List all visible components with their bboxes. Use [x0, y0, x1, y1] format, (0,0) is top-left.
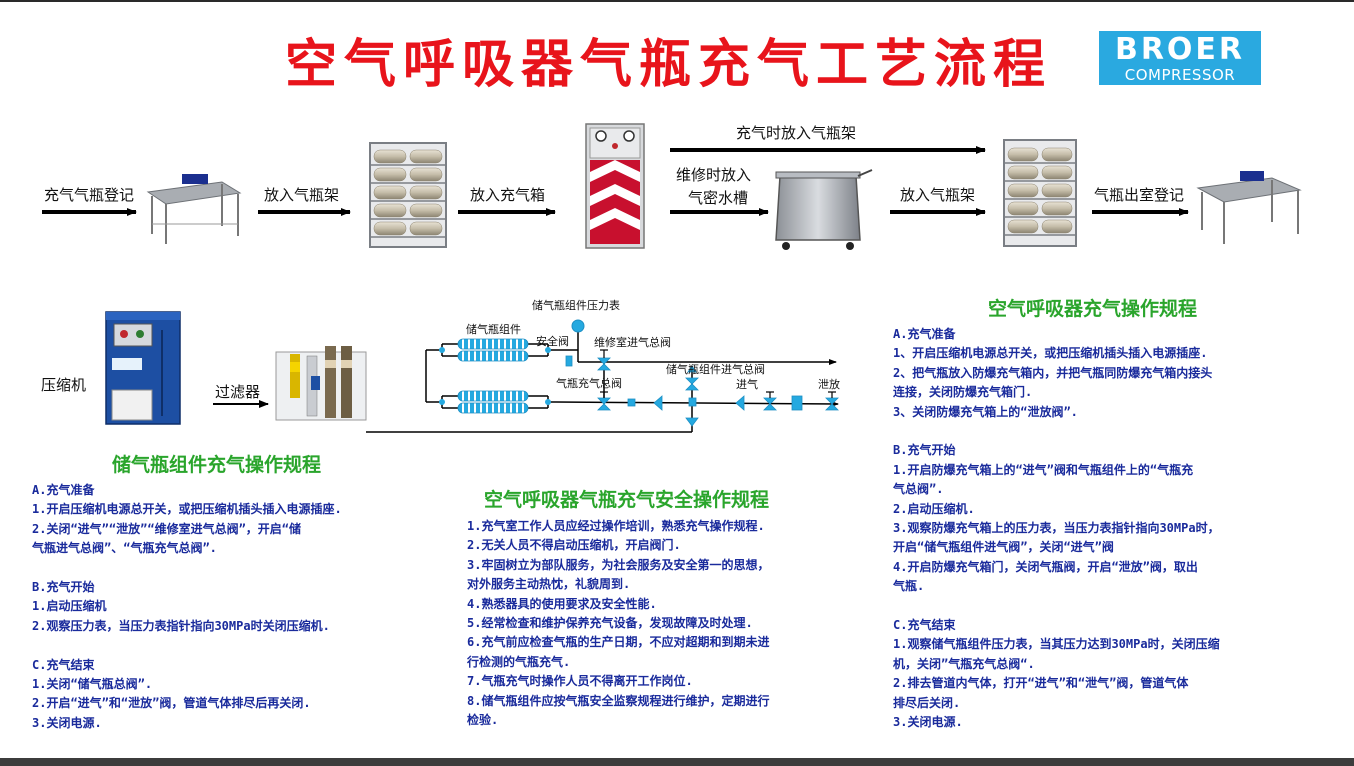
heading-storage-procedure: 储气瓶组件充气操作规程: [112, 454, 322, 476]
airtight-water-tank: [775, 169, 873, 250]
step-line: 对外服务主动热忱，礼貌周到.: [467, 577, 631, 592]
label-to-rack: 放入气瓶架: [264, 186, 340, 204]
step-line: 2.关闭“进气”“泄放”“维修室进气总阀”，开启“储: [32, 521, 302, 536]
step-line: 气瓶.: [893, 579, 925, 594]
step-line: 1.开启防爆充气箱上的“进气”阀和气瓶组件上的“气瓶充: [893, 462, 1194, 477]
heading-safety-procedure: 空气呼吸器气瓶充气安全操作规程: [484, 489, 770, 511]
step-line: 气总阀”.: [893, 482, 944, 497]
filter-panel: [275, 346, 367, 421]
step-line: 排尽后关闭.: [893, 695, 961, 710]
label-to-box: 放入充气箱: [470, 186, 546, 204]
operation-procedure-steps: A.充气准备 1、开启压缩机电源总开关，或把压缩机插头插入电源插座. 2、把气瓶放入…: [893, 325, 1220, 733]
heading-operation-procedure: 空气呼吸器充气操作规程: [988, 298, 1198, 320]
label-pressure-gauge: 储气瓶组件压力表: [532, 299, 620, 312]
step-spacer: [893, 422, 1220, 441]
step-line: 3.关闭电源.: [32, 715, 102, 730]
cylinder-rack-left: [369, 142, 447, 248]
step-spacer: [32, 559, 342, 578]
step-line: 4.熟悉器具的使用要求及安全性能.: [467, 596, 657, 611]
step-line: 1.充气室工作人员应经过操作培训，熟悉充气操作规程.: [467, 519, 765, 533]
cylinder-rack-right: [1003, 139, 1077, 247]
step-line: 5.经常检查和维护保养充气设备，发现故障及时处理.: [467, 616, 753, 631]
step-line: A.充气准备: [893, 327, 956, 341]
step-line: C.充气结束: [893, 618, 956, 633]
step-line: 8.储气瓶组件应按气瓶安全监察规程进行维护，定期进行: [467, 693, 770, 708]
pressure-gauge-symbol: [571, 319, 585, 333]
registration-table-left: [146, 174, 242, 244]
logo-brand: BROER: [1114, 32, 1246, 67]
safety-procedure-steps: 1.充气室工作人员应经过操作培训，熟悉充气操作规程. 2.无关人员不得启动压缩机，…: [467, 517, 769, 730]
step-line: B.充气开始: [32, 580, 95, 595]
step-line: 1.开启压缩机电源总开关，或把压缩机插头插入电源插座.: [32, 502, 342, 517]
step-spacer: [32, 636, 342, 655]
storage-cylinders: [439, 338, 551, 414]
label-inlet: 进气: [736, 378, 758, 391]
page-title: 空气呼吸器气瓶充气工艺流程: [285, 35, 1053, 95]
broer-logo: BROER COMPRESSOR: [1099, 31, 1261, 85]
label-vent: 泄放: [818, 378, 840, 391]
step-line: 气瓶进气总阀”、“气瓶充气总阀”.: [32, 541, 217, 556]
step-line: 2.开启“进气”和“泄放”阀，管道气体排尽后再关闭.: [32, 696, 311, 711]
step-line: 3.关闭电源.: [893, 715, 963, 730]
step-line: 检验.: [467, 713, 499, 728]
storage-procedure-steps: A.充气准备 1.开启压缩机电源总开关，或把压缩机插头插入电源插座. 2.关闭“进气…: [32, 481, 342, 733]
flow-arrows: [42, 146, 1189, 216]
label-repair-2: 气密水槽: [688, 189, 749, 207]
step-line: 连接，关闭防爆充气箱门.: [893, 385, 1033, 400]
air-compressor: [105, 311, 181, 425]
label-to-rack-2: 放入气瓶架: [900, 186, 976, 204]
step-line: 机，关闭”气瓶充气总阀“.: [893, 656, 1035, 671]
label-group-inlet-valve: 储气瓶组件进气总阀: [666, 363, 765, 376]
step-line: 1、开启压缩机电源总开关，或把压缩机插头插入电源插座.: [893, 346, 1208, 361]
step-line: 3.观察防爆充气箱上的压力表，当压力表指针指向30MPa时，: [893, 521, 1220, 536]
label-register-in: 充气气瓶登记: [44, 186, 135, 204]
step-line: 2.无关人员不得启动压缩机，开启阀门.: [467, 538, 681, 553]
step-line: 1.启动压缩机: [32, 599, 107, 614]
step-line: 2、把气瓶放入防爆充气箱内，并把气瓶同防爆充气箱内接头: [893, 365, 1213, 380]
step-line: 1.观察储气瓶组件压力表，当其压力达到30MPa时，关闭压缩: [893, 637, 1220, 652]
logo-subtitle: COMPRESSOR: [1124, 66, 1236, 84]
step-line: C.充气结束: [32, 657, 95, 672]
explosion-proof-charging-box: [585, 123, 645, 249]
bottom-frame-border: [0, 758, 1354, 766]
step-line: 3.牢固树立为部队服务，为社会服务及安全第一的思想，: [467, 557, 770, 572]
step-line: 开启“储气瓶组件进气阀”，关闭“进气”阀: [893, 540, 1114, 555]
step-line: 4.开启防爆充气箱门，关闭气瓶阀，开启“泄放”阀，取出: [893, 559, 1198, 574]
label-safety-valve: 安全阀: [536, 335, 569, 348]
label-cylinder-group: 储气瓶组件: [466, 323, 521, 336]
valve-stems: [600, 349, 836, 398]
step-line: 行检测的气瓶充气.: [467, 654, 571, 669]
label-repair-1: 维修时放入: [676, 166, 752, 184]
step-line: 2.排去管道内气体，打开“进气”和“泄气”阀，管道气体: [893, 676, 1189, 691]
step-line: 2.启动压缩机.: [893, 501, 975, 516]
step-line: 1.关闭“储气瓶总阀”.: [32, 677, 153, 692]
label-to-rack-when-fill: 充气时放入气瓶架: [736, 124, 857, 142]
valve-symbols: [565, 355, 839, 427]
step-line: B.充气开始: [893, 443, 956, 458]
step-line: 7.气瓶充气时操作人员不得离开工作岗位.: [467, 674, 693, 689]
top-frame-border: [0, 0, 1354, 2]
registration-table-right: [1196, 171, 1302, 244]
step-line: 3、关闭防爆充气箱上的“泄放阀”.: [893, 404, 1078, 419]
label-filter: 过滤器: [215, 383, 261, 401]
label-repair-room-valve: 维修室进气总阀: [594, 336, 671, 349]
step-spacer: [893, 597, 1220, 616]
step-line: A.充气准备: [32, 483, 95, 497]
step-line: 6.充气前应检查气瓶的生产日期，不应对超期和到期未进: [467, 635, 770, 650]
label-compressor: 压缩机: [41, 376, 87, 394]
label-register-out: 气瓶出室登记: [1094, 186, 1185, 204]
step-line: 2.观察压力表，当压力表指针指向30MPa时关闭压缩机.: [32, 618, 330, 633]
label-fill-main-valve: 气瓶充气总阀: [556, 377, 622, 390]
